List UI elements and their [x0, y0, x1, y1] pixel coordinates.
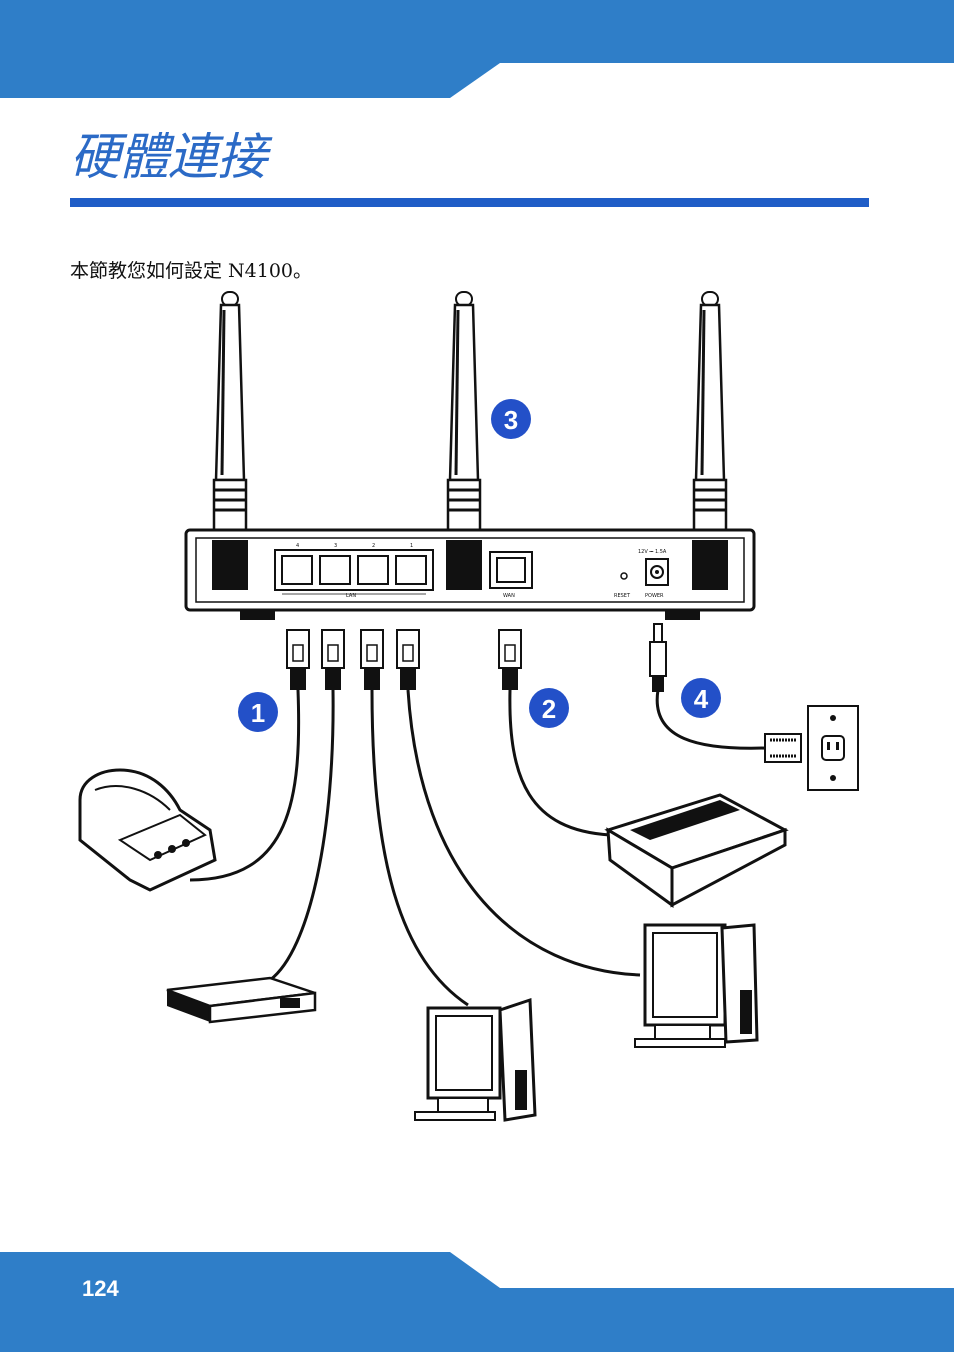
cables: [189, 689, 766, 1007]
computer-icon: [634, 923, 759, 1048]
lan-plug-4: [396, 629, 420, 690]
callout-badge-2: 2: [529, 688, 569, 728]
computer-icon: [414, 997, 537, 1122]
title-rule: [70, 198, 869, 207]
svg-text:2: 2: [542, 694, 556, 724]
svg-text:1: 1: [251, 698, 265, 728]
modem-icon: [604, 793, 789, 908]
intro-text: 本節教您如何設定 N4100。: [70, 260, 313, 282]
printer-icon: [78, 768, 217, 892]
lan-port-2-label: 2: [372, 543, 375, 549]
svg-text:3: 3: [504, 405, 518, 435]
page-number: 124: [82, 1276, 119, 1301]
callout-badge-3: 3: [491, 399, 531, 439]
hardware-connection-diagram: 4 3 2 1 LAN WAN RESET 12V ⎓ 1.5A POWER: [78, 291, 859, 1122]
power-rating-label: 12V ⎓ 1.5A: [638, 549, 667, 555]
wan-plug: [498, 629, 522, 690]
footer-band: [0, 1252, 954, 1352]
switch-icon: [166, 976, 317, 1024]
power-label: POWER: [645, 593, 664, 599]
reset-label: RESET: [614, 593, 631, 599]
header-band: [0, 0, 954, 98]
callout-badge-1: 1: [238, 692, 278, 732]
lan-port-3-label: 3: [334, 543, 337, 549]
wan-label: WAN: [503, 593, 515, 599]
lan-plug-2: [321, 629, 345, 690]
lan-plug-1: [286, 629, 310, 690]
power-outlet-icon: [764, 705, 859, 791]
lan-plug-3: [360, 629, 384, 690]
page-title: 硬體連接: [70, 128, 267, 186]
svg-text:4: 4: [694, 684, 709, 714]
lan-port-4-label: 4: [296, 543, 299, 549]
callout-badge-4: 4: [681, 678, 721, 718]
lan-port-1-label: 1: [410, 543, 413, 549]
router-back-panel: 4 3 2 1 LAN WAN RESET 12V ⎓ 1.5A POWER: [184, 528, 756, 620]
power-plug: [649, 623, 667, 692]
lan-label: LAN: [346, 593, 356, 599]
